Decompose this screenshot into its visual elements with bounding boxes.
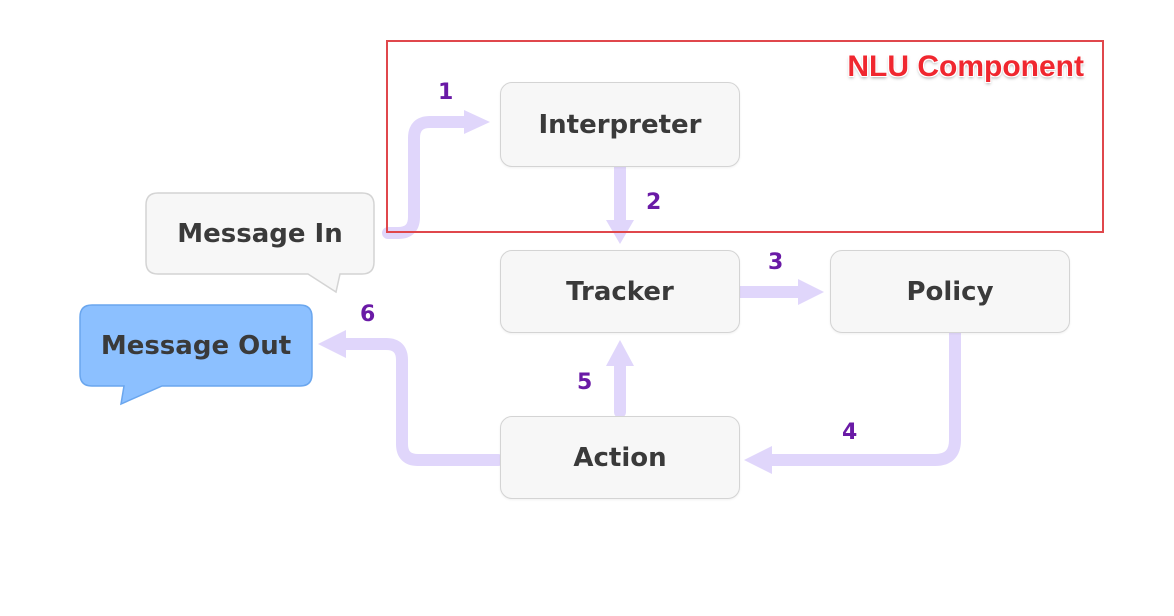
message-out-bubble: Message Out xyxy=(80,305,312,386)
arrowhead-5 xyxy=(606,340,634,366)
step-number-3: 3 xyxy=(768,250,784,275)
arrow-6-action-to-message-out xyxy=(340,338,504,466)
arrowhead-4 xyxy=(744,446,772,474)
action-node: Action xyxy=(500,416,740,499)
interpreter-label: Interpreter xyxy=(538,109,702,140)
nlu-component-box: NLU Component xyxy=(386,40,1104,233)
policy-label: Policy xyxy=(906,276,994,307)
message-out-bubble-shape xyxy=(79,304,313,406)
step-number-4: 4 xyxy=(842,420,858,445)
message-out-label: Message Out xyxy=(100,330,292,361)
step-number-6: 6 xyxy=(360,302,376,327)
action-label: Action xyxy=(573,442,667,473)
tracker-node: Tracker xyxy=(500,250,740,333)
message-in-bubble: Message In xyxy=(146,193,374,274)
step-number-5: 5 xyxy=(577,370,593,395)
arrowhead-6 xyxy=(318,330,346,358)
arrowhead-3 xyxy=(798,279,824,305)
interpreter-node: Interpreter xyxy=(500,82,740,167)
message-in-label: Message In xyxy=(177,218,343,249)
step-number-1: 1 xyxy=(438,80,454,105)
message-in-bubble-shape xyxy=(145,192,375,294)
nlu-component-label: NLU Component xyxy=(847,50,1084,83)
policy-node: Policy xyxy=(830,250,1070,333)
arrow-4-policy-to-action xyxy=(764,327,961,466)
arrowhead-1 xyxy=(464,110,490,134)
step-number-2: 2 xyxy=(646,190,662,215)
tracker-label: Tracker xyxy=(566,276,674,307)
